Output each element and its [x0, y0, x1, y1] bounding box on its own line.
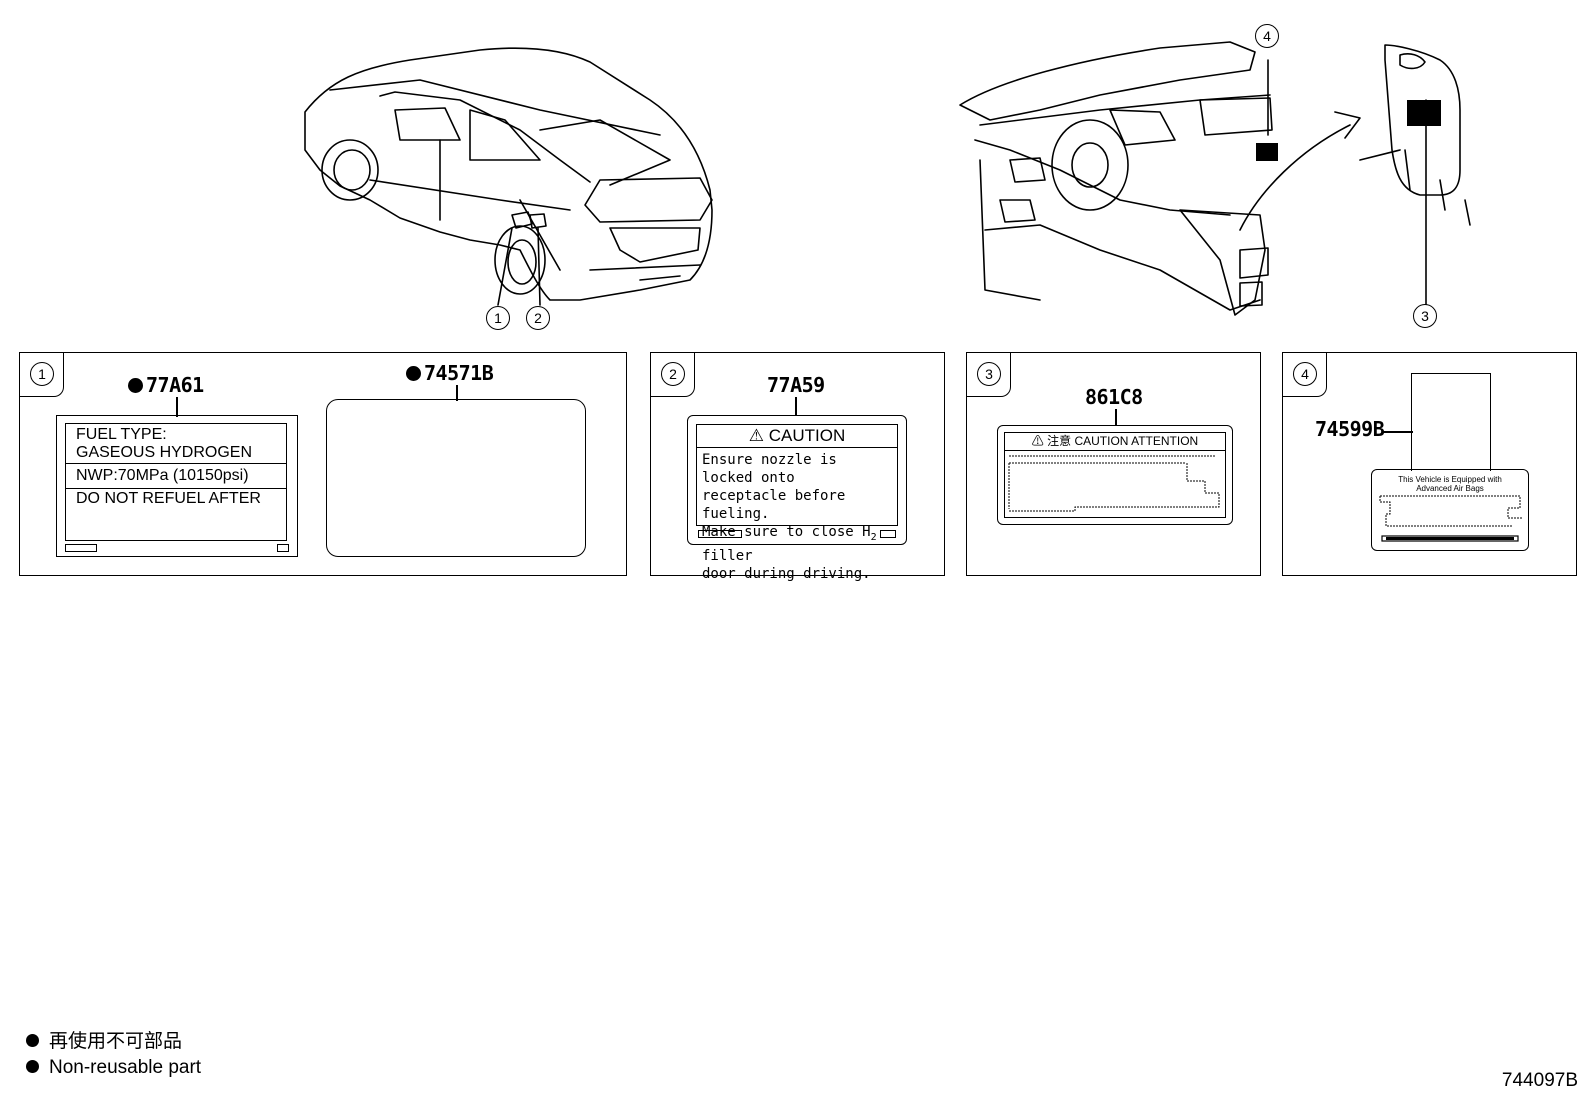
panel-number: 2 [661, 362, 685, 386]
caution-attention-text: 注意 CAUTION ATTENTION [1047, 434, 1199, 448]
leader-line [456, 385, 458, 401]
label-861C8: ⚠ 注意 CAUTION ATTENTION [997, 425, 1233, 525]
label-inner: ⚠ 注意 CAUTION ATTENTION [1004, 432, 1226, 518]
label-location-marker [1407, 100, 1441, 126]
callout-4: 4 [1255, 24, 1279, 48]
non-reusable-dot-icon [406, 366, 421, 381]
caution-heading-text: CAUTION [768, 426, 846, 445]
panel-number: 4 [1293, 362, 1317, 386]
label-tab-marker [880, 530, 896, 538]
non-reusable-dot-icon [26, 1060, 39, 1073]
fuel-type-text: FUEL TYPE: [76, 426, 167, 443]
label-tab-marker [65, 544, 97, 552]
panel-tab [1283, 353, 1327, 397]
panel-number: 1 [30, 362, 54, 386]
leader-line [795, 397, 797, 415]
part-number-text: 74571B [424, 361, 494, 385]
car-exterior-illustration [304, 41, 1471, 316]
part-number-text: 77A61 [146, 373, 204, 397]
callout-1: 1 [486, 306, 510, 330]
figure-id: 744097B [1501, 1070, 1578, 1091]
warning-triangle-icon: ⚠ [1031, 434, 1044, 448]
non-reusable-dot-icon [26, 1034, 39, 1047]
panel-2: 2 77A59 ⚠ CAUTION Ensure nozzle is locke… [650, 352, 945, 582]
legend-en-text: Non-reusable part [49, 1057, 202, 1078]
caution-line: Ensure nozzle is locked onto [702, 452, 837, 486]
caution-line: door during driving. [702, 565, 871, 582]
legend-en: Non-reusable part [26, 1056, 201, 1080]
refuel-warning-text: DO NOT REFUEL AFTER [76, 490, 261, 507]
panel-1: 1 77A61 FUEL TYPE: GASEOUS HYDROGEN NWP:… [19, 352, 627, 576]
label-77A61: FUEL TYPE: GASEOUS HYDROGEN NWP:70MPa (1… [56, 415, 298, 557]
label-row-fuel-type: FUEL TYPE: GASEOUS HYDROGEN [66, 424, 286, 464]
label-74571B-blank [326, 399, 586, 557]
label-tab-marker [698, 530, 742, 538]
panel-4: 4 74599B This Vehicle is Equipped with A… [1282, 352, 1577, 576]
nwp-text: NWP:70MPa (10150psi) [66, 464, 286, 489]
part-number-74571B: 74571B [406, 361, 494, 385]
panel-number: 3 [977, 362, 1001, 386]
part-number-77A61: 77A61 [128, 373, 204, 397]
label-inner: ⚠ CAUTION Ensure nozzle is locked onto r… [696, 424, 898, 582]
part-number-861C8: 861C8 [1085, 385, 1143, 409]
callout-2: 2 [526, 306, 550, 330]
label-location-marker [1256, 143, 1278, 161]
label-74599B-tab [1411, 373, 1491, 471]
legend-jp: 再使用不可部品 [26, 1030, 182, 1054]
leader-line [176, 397, 178, 417]
label-text-placeholder [1379, 495, 1522, 542]
warning-triangle-icon: ⚠ [748, 426, 764, 445]
airbag-notice-line2: Advanced Air Bags [1416, 484, 1484, 493]
part-number-74599B: 74599B [1315, 417, 1385, 441]
label-77A59: ⚠ CAUTION Ensure nozzle is locked onto r… [687, 415, 907, 582]
airbag-notice-line1: This Vehicle is Equipped with [1398, 475, 1502, 484]
label-text-placeholder [1008, 455, 1220, 512]
caution-line: Make sure to close H2 filler [702, 524, 877, 564]
caution-heading: ⚠ CAUTION [697, 425, 897, 448]
non-reusable-dot-icon [128, 378, 143, 393]
panel-tab [967, 353, 1011, 397]
caution-attention-heading: ⚠ 注意 CAUTION ATTENTION [1005, 433, 1225, 451]
leader-line [1383, 431, 1413, 433]
fuel-type-value: GASEOUS HYDROGEN [76, 444, 253, 461]
label-inner: FUEL TYPE: GASEOUS HYDROGEN NWP:70MPa (1… [65, 423, 287, 541]
legend-jp-text: 再使用不可部品 [49, 1031, 183, 1052]
airbag-notice: This Vehicle is Equipped with Advanced A… [1372, 470, 1528, 493]
part-number-77A59: 77A59 [767, 373, 825, 397]
caution-body: Ensure nozzle is locked onto receptacle … [697, 448, 897, 583]
panel-tab [651, 353, 695, 397]
label-74599B: This Vehicle is Equipped with Advanced A… [1371, 469, 1529, 551]
caution-line: receptacle before fueling. [702, 488, 846, 522]
callout-3: 3 [1413, 304, 1437, 328]
label-tab-marker [277, 544, 289, 552]
panel-tab [20, 353, 64, 397]
panel-3: 3 861C8 ⚠ 注意 CAUTION ATTENTION [966, 352, 1261, 576]
leader-line [1115, 409, 1117, 425]
